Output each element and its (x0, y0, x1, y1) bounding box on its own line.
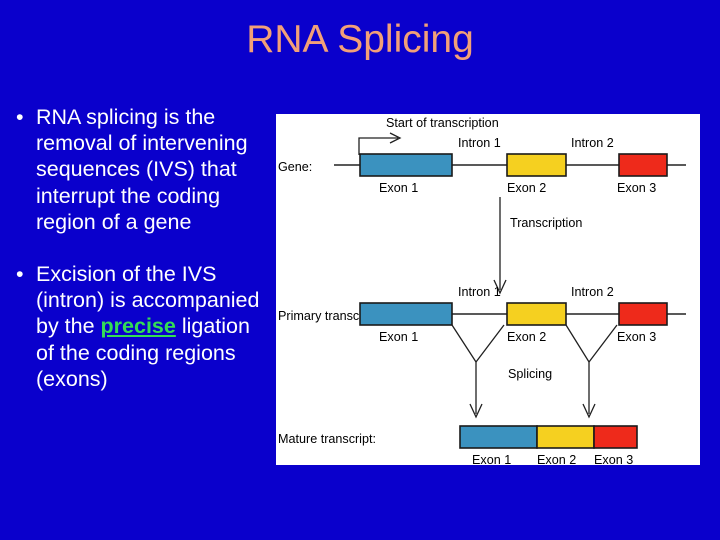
gene-exon2-box (506, 153, 567, 177)
transcription-label: Transcription (510, 216, 582, 230)
start-arrow-icon (358, 137, 398, 155)
splice-v-intron1 (451, 324, 505, 364)
primary-exon2-label: Exon 2 (507, 330, 546, 344)
mature-exon3-label: Exon 3 (594, 453, 633, 465)
bullet-text-2a: Excision of the IVS (intron) is accompan… (36, 262, 260, 339)
bullet-marker-icon: • (16, 105, 24, 129)
primary-intron1-label: Intron 1 (458, 285, 501, 299)
gene-exon1-label: Exon 1 (379, 181, 418, 195)
primary-exon1-label: Exon 1 (379, 330, 418, 344)
transcription-arrowhead-icon (493, 279, 507, 295)
start-of-transcription-label: Start of transcription (386, 116, 499, 130)
gene-exon2-label: Exon 2 (507, 181, 546, 195)
primary-exon2-box (506, 302, 567, 326)
mature-exon2-box (536, 425, 595, 449)
rna-splicing-diagram: Gene: Start of transcription Exon 1 Intr… (276, 114, 700, 465)
gene-row-label: Gene: (278, 160, 312, 174)
list-item: • RNA splicing is the removal of interve… (6, 104, 268, 235)
splice-arrow2-head-icon (582, 403, 596, 419)
list-item: • Excision of the IVS (intron) is accomp… (6, 261, 268, 392)
mature-exon1-box (459, 425, 538, 449)
primary-intron2-label: Intron 2 (571, 285, 614, 299)
mature-exon3-box (593, 425, 638, 449)
gene-exon3-label: Exon 3 (617, 181, 656, 195)
splice-arrow1-head-icon (469, 403, 483, 419)
primary-exon3-box (618, 302, 668, 326)
bullet-text-1: RNA splicing is the removal of interveni… (36, 105, 248, 234)
gene-exon3-box (618, 153, 668, 177)
mature-exon1-label: Exon 1 (472, 453, 511, 465)
start-arrowhead-icon (389, 132, 402, 144)
primary-transcript-row-label: Primary transcript: (278, 309, 380, 323)
primary-exon3-label: Exon 3 (617, 330, 656, 344)
highlight-precise: precise (100, 314, 176, 339)
gene-intron2-label: Intron 2 (571, 136, 614, 150)
mature-transcript-row-label: Mature transcript: (278, 432, 376, 446)
gene-intron1-label: Intron 1 (458, 136, 501, 150)
primary-exon1-box (359, 302, 453, 326)
bullet-marker-icon: • (16, 262, 24, 287)
gene-exon1-box (359, 153, 453, 177)
splicing-label: Splicing (508, 367, 552, 381)
splice-v-intron2 (565, 324, 618, 364)
page-title: RNA Splicing (246, 18, 474, 61)
bullet-text-2b: ligation of the coding regions (exons) (36, 314, 250, 391)
mature-exon2-label: Exon 2 (537, 453, 576, 465)
bullet-list: • RNA splicing is the removal of interve… (6, 104, 268, 418)
